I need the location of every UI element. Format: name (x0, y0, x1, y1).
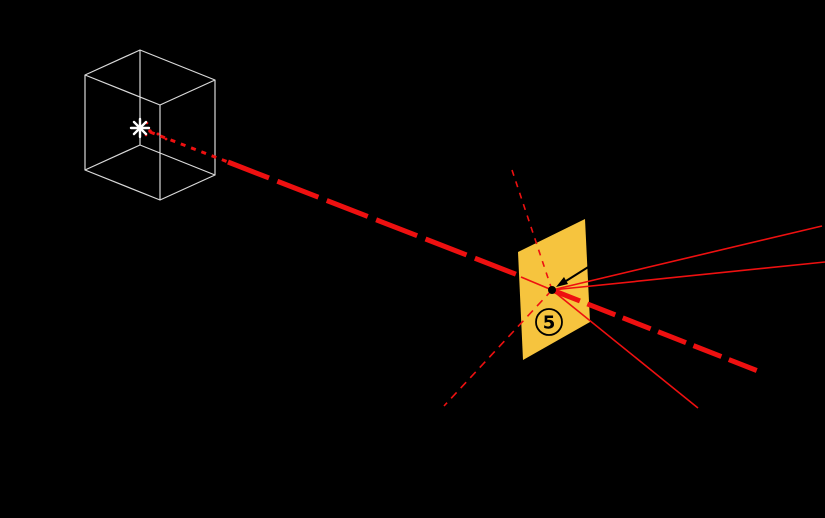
scattered-ray-up-left (511, 169, 553, 291)
star-core (137, 125, 143, 131)
scattered-rays-group (443, 169, 825, 409)
scattered-ray-down-left (443, 289, 553, 407)
incident-ray-on-screen (520, 276, 553, 291)
pointer-arrow-head (556, 277, 568, 287)
speckle-dot (156, 132, 160, 136)
screen-label: 5 (535, 308, 563, 336)
scattered-ray-down-right (551, 289, 699, 409)
screen-label-circle (535, 308, 563, 336)
scattered-ray-right-up (551, 225, 823, 291)
screen-label-number: 5 (543, 313, 556, 334)
cube-group (84, 49, 216, 201)
speckle-dot (164, 137, 168, 141)
impact-point-dot (548, 286, 556, 294)
pointer-arrow (556, 258, 602, 287)
light-source-star (129, 117, 151, 139)
scattered-ray-right (551, 261, 825, 291)
pointer-arrow-shaft (565, 258, 602, 282)
cube-wireframe (84, 49, 216, 201)
speckle-dot (148, 129, 152, 133)
incident-beam-group (149, 130, 524, 280)
incident-ray-start-dashes (149, 130, 229, 164)
